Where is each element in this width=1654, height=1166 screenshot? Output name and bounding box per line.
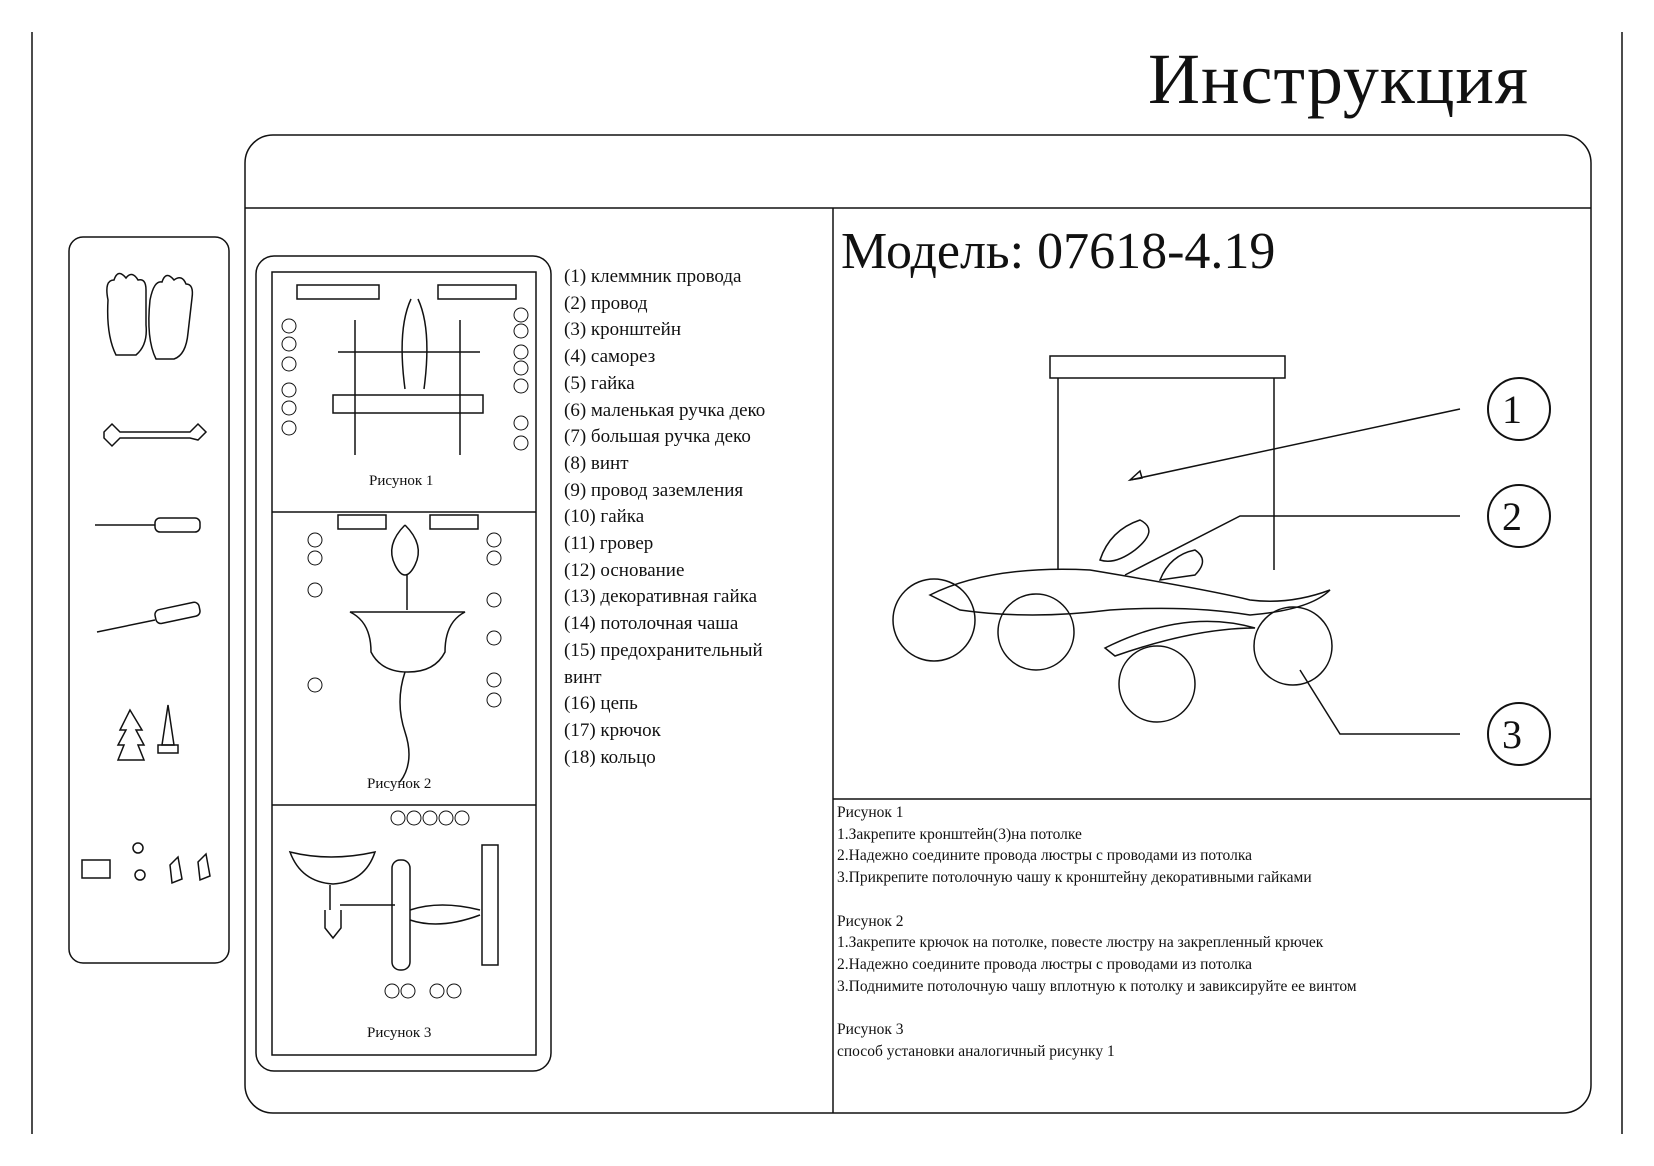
- phillips-screwdriver-icon: [96, 601, 201, 633]
- list-item: (17) крючок: [564, 719, 661, 741]
- step-heading: Рисунок 3: [837, 1021, 904, 1038]
- callout-3: [1487, 702, 1551, 766]
- parts-list: (1) клеммник провода (2) провод (3) крон…: [564, 264, 765, 771]
- step-line: 1.Закрепите кронштейн(3)на потолке: [837, 825, 1082, 843]
- list-item: (16) цепь: [564, 693, 638, 715]
- step-heading: Рисунок 1: [837, 804, 904, 821]
- list-item: (4) саморез: [564, 346, 656, 368]
- list-item: (13) декоративная гайка: [564, 586, 758, 608]
- callout-1-label: 1: [1502, 387, 1522, 432]
- figure-3-caption: Рисунок 3: [367, 1025, 432, 1041]
- wrench-icon: [103, 422, 208, 448]
- figure-1-caption: Рисунок 1: [369, 473, 434, 489]
- list-item: (11) гровер: [564, 533, 654, 555]
- step-line: 2.Надежно соедините провода люстры с про…: [837, 847, 1253, 865]
- list-item: (3) кронштейн: [564, 319, 682, 341]
- flat-screwdriver-icon: [95, 517, 201, 533]
- page-title: Инструкция: [1148, 39, 1530, 119]
- figure-2-diagram: [307, 514, 502, 783]
- list-item: винт: [564, 666, 602, 688]
- main-frame: [244, 134, 1592, 1114]
- figure-2-caption: Рисунок 2: [367, 776, 432, 792]
- figure-1-diagram: [281, 284, 529, 455]
- step-line: 2.Надежно соедините провода люстры с про…: [837, 955, 1253, 973]
- list-item: (2) провод: [564, 292, 648, 314]
- installation-steps: Рисунок 1 1.Закрепите кронштейн(3)на пот…: [837, 802, 1357, 1062]
- model-number: Модель: 07618-4.19: [841, 223, 1276, 280]
- terminal-block-and-connectors-icon: [81, 842, 211, 885]
- callout-2-label: 2: [1502, 494, 1522, 539]
- list-item: (9) провод заземления: [564, 479, 744, 501]
- list-item: (6) маленькая ручка деко: [564, 399, 766, 421]
- tools-panel: [68, 236, 230, 964]
- step-line: 3.Прикрепите потолочную чашу к кронштейн…: [837, 869, 1312, 887]
- list-item: (7) большая ручка деко: [564, 426, 751, 448]
- list-item: (12) основание: [564, 559, 685, 581]
- list-item: (15) предохранительный: [564, 639, 763, 661]
- step-heading: Рисунок 2: [837, 912, 904, 930]
- chandelier-drawing: [892, 355, 1461, 735]
- callout-2: [1487, 484, 1551, 548]
- list-item: (8) винт: [564, 452, 629, 474]
- step-line: 1.Закрепите крючок на потолке, повесте л…: [837, 934, 1324, 952]
- list-item: (5) гайка: [564, 372, 635, 394]
- step-line: 3.Поднимите потолочную чашу вплотную к п…: [837, 977, 1357, 995]
- list-item: (18) кольцо: [564, 746, 656, 768]
- list-item: (10) гайка: [564, 506, 645, 528]
- list-item: (14) потолочная чаша: [564, 613, 739, 635]
- figure-3-diagram: [288, 810, 499, 999]
- callout-3-label: 3: [1502, 712, 1522, 757]
- callout-1: [1487, 377, 1551, 441]
- figures-panel: [255, 255, 552, 1072]
- list-item: (1) клеммник провода: [564, 266, 742, 287]
- step-line: способ установки аналогичный рисунку 1: [837, 1042, 1115, 1060]
- dowel-and-screw-icon: [116, 704, 179, 761]
- gloves-icon: [106, 272, 194, 360]
